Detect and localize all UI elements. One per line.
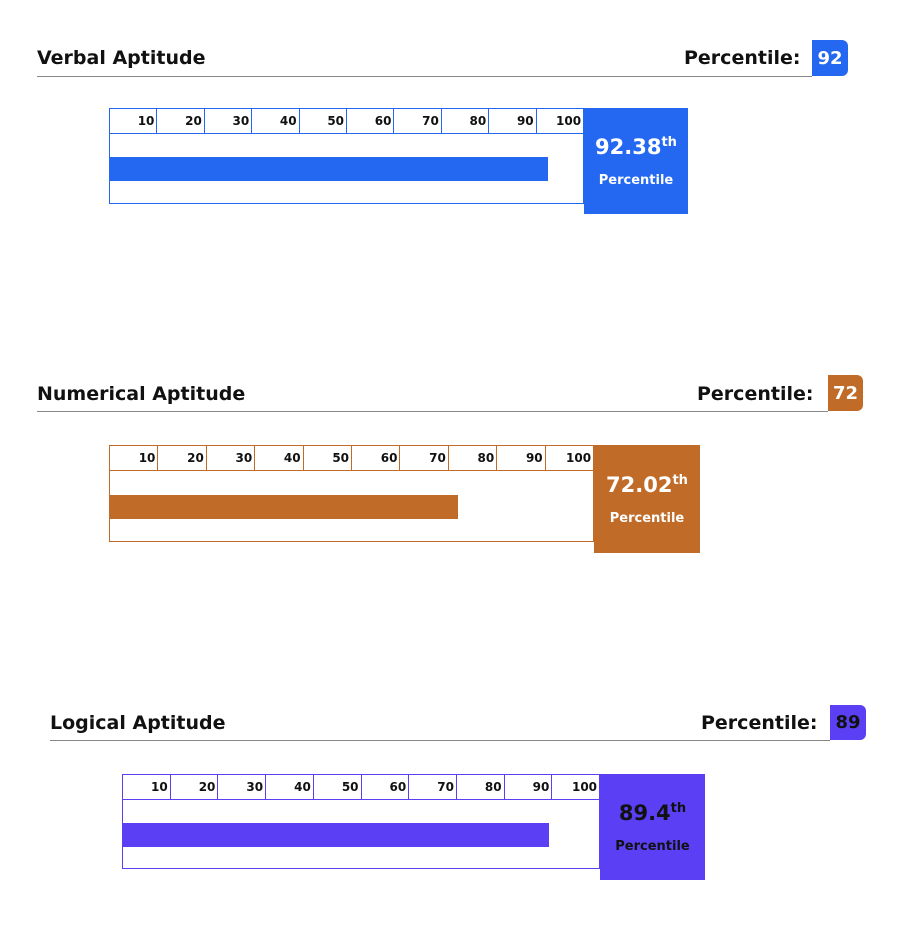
percentile-label: Percentile: (697, 383, 814, 405)
percentile-badge: 72 (828, 375, 863, 411)
percentile-bar (122, 823, 550, 847)
percentile-number: 89.4 (618, 800, 671, 825)
tick-label: 40 (255, 446, 304, 470)
tick-label: 80 (457, 775, 505, 799)
tick-label: 40 (266, 775, 314, 799)
tick-label: 60 (352, 446, 401, 470)
tick-label: 100 (566, 451, 592, 465)
percentile-bar (109, 157, 548, 181)
tick-label: 20 (157, 109, 205, 133)
section-divider (37, 411, 828, 412)
tick-label: 70 (394, 109, 442, 133)
percentile-value: 72.02th (606, 473, 688, 497)
percentile-badge: 89 (830, 705, 866, 740)
percentile-label: Percentile: (684, 47, 801, 69)
tick-label: 60 (362, 775, 410, 799)
percentile-bar (109, 495, 459, 519)
percentile-caption: Percentile (598, 172, 674, 188)
section-title: Verbal Aptitude (37, 47, 206, 69)
tick-label: 90 (505, 775, 553, 799)
ordinal-suffix: th (672, 472, 688, 488)
tick-label: 50 (314, 775, 362, 799)
percentile-number: 92.38 (595, 134, 662, 159)
percentile-caption: Percentile (615, 838, 690, 854)
tick-label: 100 (571, 780, 598, 794)
section-divider (50, 740, 830, 741)
tick-label: 50 (300, 109, 348, 133)
tick-label: 90 (497, 446, 546, 470)
tick-label: 80 (449, 446, 498, 470)
percentile-value: 89.4th (619, 801, 686, 825)
tick-label: 80 (442, 109, 490, 133)
tick-label: 90 (489, 109, 537, 133)
section-title: Numerical Aptitude (37, 383, 246, 405)
tick-label: 60 (347, 109, 395, 133)
tick-label: 100 (556, 114, 582, 128)
tick-label: 40 (252, 109, 300, 133)
section-title: Logical Aptitude (50, 712, 226, 734)
tick-label: 10 (110, 446, 159, 470)
percentile-number: 72.02 (606, 472, 673, 497)
section-divider (37, 76, 812, 77)
percentile-badge: 92 (812, 40, 848, 76)
tick-label: 10 (110, 109, 158, 133)
percentile-value: 92.38th (595, 135, 677, 159)
percentile-label: Percentile: (701, 712, 818, 734)
tick-label: 20 (171, 775, 219, 799)
tick-label: 10 (123, 775, 171, 799)
tick-label: 50 (304, 446, 353, 470)
tick-label: 30 (218, 775, 267, 799)
percentile-caption: Percentile (609, 510, 685, 526)
tick-label: 70 (409, 775, 457, 799)
tick-label: 30 (205, 109, 253, 133)
tick-label: 70 (400, 446, 449, 470)
ordinal-suffix: th (661, 134, 677, 150)
ordinal-suffix: th (670, 800, 687, 816)
tick-label: 30 (207, 446, 256, 470)
tick-label: 20 (158, 446, 207, 470)
